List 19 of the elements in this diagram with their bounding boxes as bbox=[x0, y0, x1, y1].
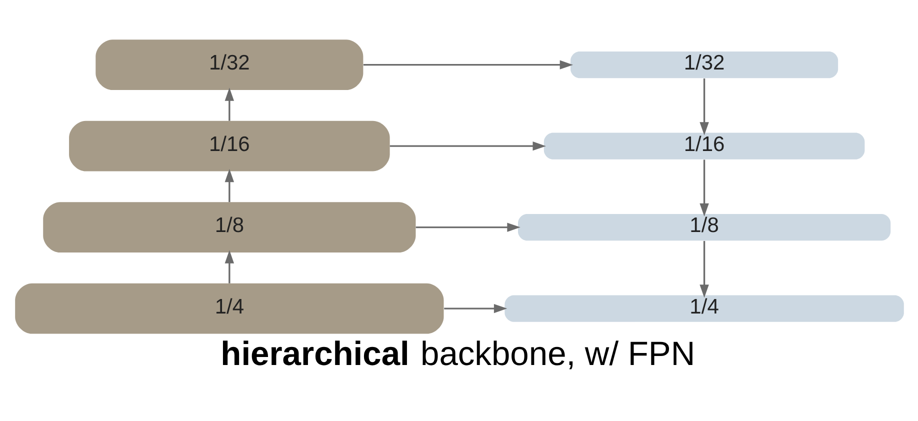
arrow bbox=[362, 60, 573, 70]
node-box: 1/4 bbox=[14, 283, 444, 334]
arrow bbox=[224, 88, 234, 121]
node-box: 1/32 bbox=[570, 52, 838, 78]
node-box: 1/16 bbox=[543, 132, 864, 160]
arrow bbox=[699, 240, 708, 298]
arrow bbox=[389, 141, 546, 151]
arrow bbox=[444, 304, 507, 314]
node-box: 1/16 bbox=[68, 120, 390, 172]
caption: hierarchical backbone, w/ FPN bbox=[220, 336, 695, 373]
arrow bbox=[415, 222, 520, 232]
arrow bbox=[699, 160, 708, 217]
node-box: 1/8 bbox=[517, 214, 890, 241]
arrow bbox=[224, 168, 234, 202]
node-box: 1/32 bbox=[95, 40, 363, 90]
arrow bbox=[699, 78, 708, 136]
node-box: 1/4 bbox=[504, 295, 904, 322]
arrow bbox=[224, 250, 234, 284]
node-box: 1/8 bbox=[42, 202, 416, 253]
